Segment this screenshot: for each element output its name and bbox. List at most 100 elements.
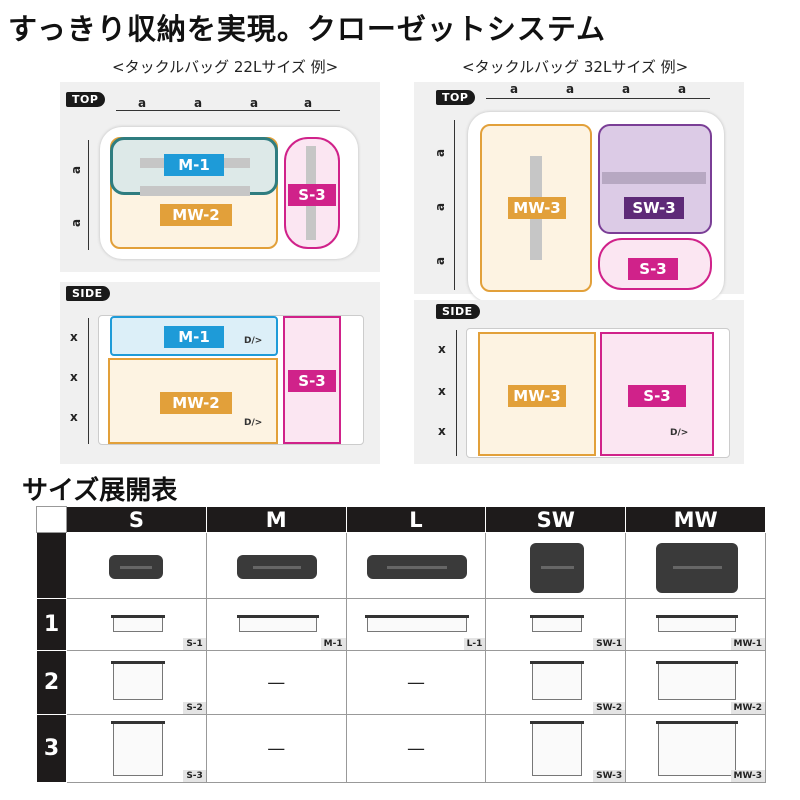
code-s-1: S-1 xyxy=(183,638,206,650)
top-dimension-line xyxy=(486,98,710,99)
brand-logo: D/> xyxy=(244,336,263,346)
table-row-top-view xyxy=(36,532,766,599)
dim-label: x xyxy=(70,330,78,344)
code-sw-3: SW-3 xyxy=(593,770,626,782)
column-header-sw: SW xyxy=(485,506,627,533)
brand-logo: D/> xyxy=(670,428,689,438)
cell-sw-top xyxy=(485,532,627,599)
side-tag: SIDE xyxy=(436,304,480,319)
column-header-m: M xyxy=(205,506,347,533)
row-header-3: 3 xyxy=(36,714,67,783)
dim-label: a xyxy=(194,96,203,110)
code-l-1: L-1 xyxy=(463,638,486,650)
dim-label: a xyxy=(622,82,631,96)
dim-label: a xyxy=(433,202,448,212)
side-dimension-line xyxy=(454,120,455,290)
cell-s-2: S-2 xyxy=(66,650,207,715)
side-dimension-line xyxy=(456,330,457,456)
cell-sw-2: SW-2 xyxy=(485,650,627,715)
top-tag: TOP xyxy=(436,90,476,105)
empty-mark: — xyxy=(267,738,286,759)
mw3-label: MW-3 xyxy=(508,197,566,219)
s3-top-box-32l xyxy=(598,238,712,290)
dim-label: x xyxy=(438,424,446,438)
cell-mw-2: MW-2 xyxy=(625,650,766,715)
m1-side-label: M-1 xyxy=(164,326,224,348)
cell-s-1: S-1 xyxy=(66,598,207,651)
sw3-label: SW-3 xyxy=(624,197,684,219)
dim-label: a xyxy=(678,82,687,96)
cell-l-2: — xyxy=(345,650,487,715)
row-header-top xyxy=(36,532,67,599)
s-top-icon xyxy=(109,555,163,579)
mw3-side-label: MW-3 xyxy=(508,385,566,407)
m-top-icon xyxy=(236,555,317,579)
handle xyxy=(602,172,706,184)
cell-mw-3: MW-3 xyxy=(625,714,766,783)
column-header-s: S xyxy=(66,506,207,533)
cell-m-2: — xyxy=(205,650,347,715)
dim-label: a xyxy=(69,165,84,175)
column-header-l: L xyxy=(345,506,487,533)
cell-sw-3: SW-3 xyxy=(485,714,627,783)
right-caption: <タックルバッグ 32Lサイズ 例> xyxy=(462,58,689,76)
empty-mark: — xyxy=(406,738,425,759)
dim-label: a xyxy=(138,96,147,110)
brand-logo: D/> xyxy=(244,418,263,428)
size-table-title: サイズ展開表 xyxy=(22,476,178,506)
code-mw-3: MW-3 xyxy=(730,770,765,782)
mw2-label: MW-2 xyxy=(160,204,232,226)
table-row-2: 2 S-2 — — SW-2 MW-2 xyxy=(36,650,766,715)
code-s-2: S-2 xyxy=(183,702,206,714)
empty-mark: — xyxy=(406,672,425,693)
code-s-3: S-3 xyxy=(183,770,206,782)
dim-label: a xyxy=(433,148,448,158)
code-m-1: M-1 xyxy=(320,638,346,650)
code-mw-1: MW-1 xyxy=(730,638,765,650)
table-row-1: 1 S-1 M-1 L-1 SW-1 MW-1 xyxy=(36,598,766,651)
cell-sw-1: SW-1 xyxy=(485,598,627,651)
column-header-mw: MW xyxy=(625,506,766,533)
row-header-2: 2 xyxy=(36,650,67,715)
cell-m-3: — xyxy=(205,714,347,783)
dim-label: a xyxy=(250,96,259,110)
cell-l-1: L-1 xyxy=(345,598,487,651)
code-sw-2: SW-2 xyxy=(593,702,626,714)
size-table: S M L SW MW 1 S-1 M-1 L-1 SW-1 MW-1 2 S-… xyxy=(36,506,766,783)
cell-mw-1: MW-1 xyxy=(625,598,766,651)
empty-mark: — xyxy=(267,672,286,693)
page-title: すっきり収納を実現。クローゼットシステム xyxy=(8,12,606,46)
l-top-icon xyxy=(366,555,467,579)
dim-label: a xyxy=(510,82,519,96)
mw2-side-label: MW-2 xyxy=(160,392,232,414)
dim-label: x xyxy=(70,370,78,384)
table-header-row: S M L SW MW xyxy=(36,506,766,533)
dim-label: a xyxy=(304,96,313,110)
s3-label-32l: S-3 xyxy=(628,258,678,280)
dim-label: a xyxy=(433,256,448,266)
dim-label: x xyxy=(70,410,78,424)
table-row-3: 3 S-3 — — SW-3 MW-3 xyxy=(36,714,766,783)
cell-l-3: — xyxy=(345,714,487,783)
m1-label: M-1 xyxy=(164,154,224,176)
top-tag: TOP xyxy=(66,92,106,107)
s3-label: S-3 xyxy=(288,184,336,206)
dim-label: a xyxy=(566,82,575,96)
cell-mw-top xyxy=(625,532,766,599)
cell-s-top xyxy=(66,532,207,599)
code-mw-2: MW-2 xyxy=(730,702,765,714)
side-tag: SIDE xyxy=(66,286,110,301)
side-dimension-line xyxy=(88,140,89,250)
cell-s-3: S-3 xyxy=(66,714,207,783)
dim-label: a xyxy=(69,218,84,228)
code-sw-1: SW-1 xyxy=(593,638,626,650)
row-header-1: 1 xyxy=(36,598,67,651)
s3-side-label: S-3 xyxy=(288,370,336,392)
dim-label: x xyxy=(438,384,446,398)
top-dimension-line xyxy=(116,110,340,111)
s3-side-label-32l: S-3 xyxy=(628,385,686,407)
cell-m-top xyxy=(205,532,347,599)
sw-top-icon xyxy=(530,543,585,593)
table-corner xyxy=(36,506,67,533)
dim-label: x xyxy=(438,342,446,356)
